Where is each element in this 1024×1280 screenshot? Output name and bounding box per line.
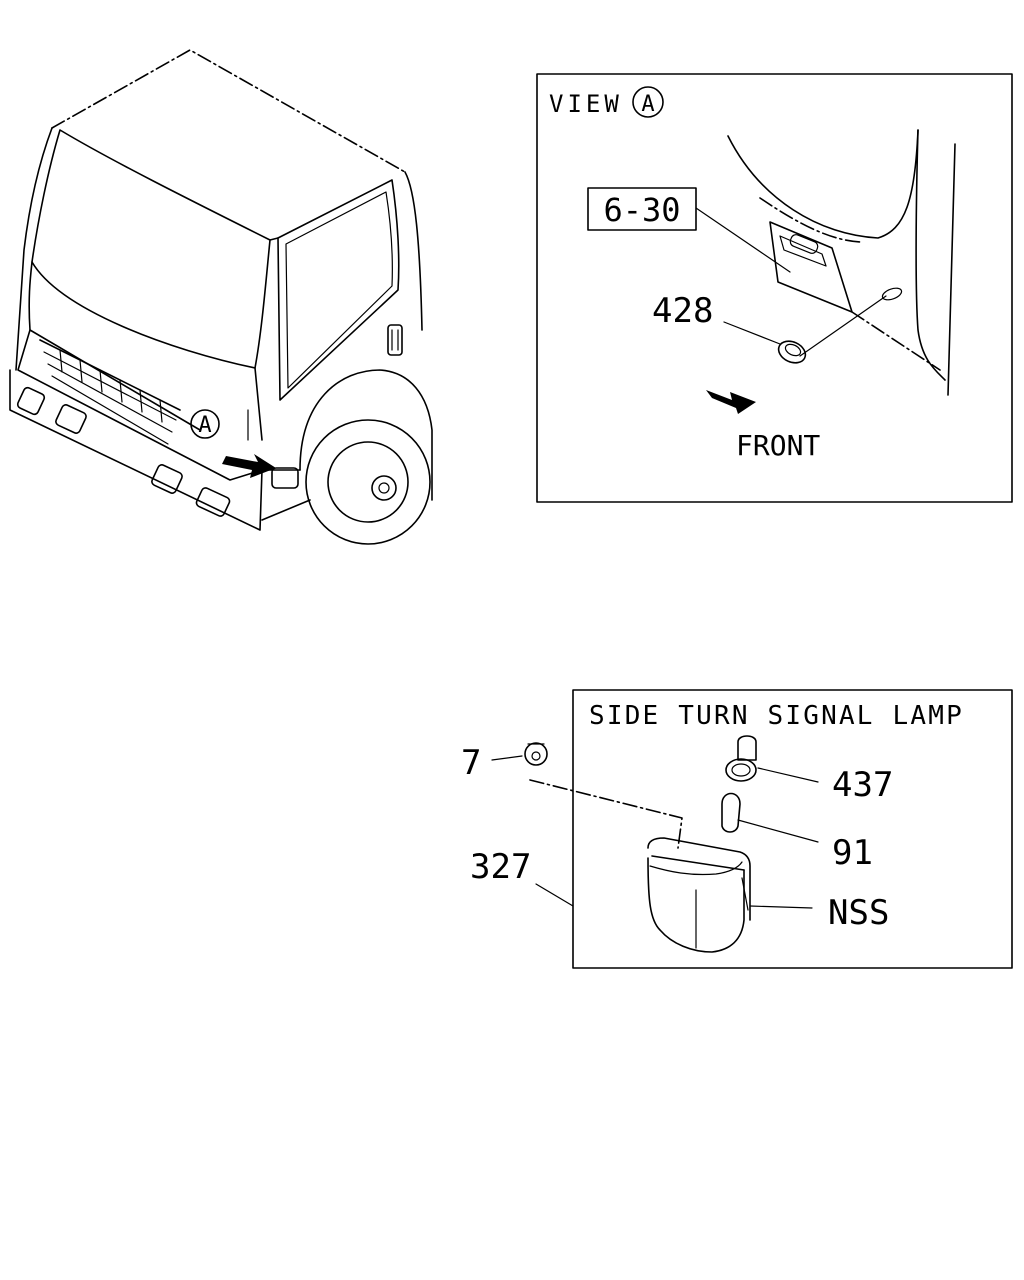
part-7-label: 7 xyxy=(461,743,481,783)
part-437-label: 437 xyxy=(832,765,893,805)
view-a-title: VIEW xyxy=(549,90,623,118)
lamp-lens xyxy=(647,837,751,953)
part-7-nut xyxy=(524,742,548,766)
lamp-detail-frame xyxy=(572,689,1013,969)
front-arrow-icon xyxy=(222,454,276,478)
lamp-detail-title: SIDE TURN SIGNAL LAMP xyxy=(589,701,964,731)
part-91-label: 91 xyxy=(832,833,873,873)
ref-box-label: 6-30 xyxy=(603,191,680,229)
truck-callout-marker: A xyxy=(198,413,211,438)
view-a-frame xyxy=(536,73,1013,503)
view-a-panel: VIEW A 428 6-30 FRONT xyxy=(536,73,1013,503)
part-437-socket xyxy=(725,735,757,782)
part-91-bulb xyxy=(721,792,741,833)
view-a-title-marker: A xyxy=(641,92,654,117)
front-direction-arrow-icon xyxy=(706,390,756,414)
part-327-label: 327 xyxy=(470,847,531,887)
part-nss-label: NSS xyxy=(828,893,889,933)
lamp-detail-panel: SIDE TURN SIGNAL LAMP 7 437 91 N xyxy=(461,689,1013,969)
front-label: FRONT xyxy=(736,429,820,462)
truck-cab-illustration: A xyxy=(9,49,433,545)
part-428-label: 428 xyxy=(652,291,713,331)
ref-box-6-30 xyxy=(587,187,697,231)
